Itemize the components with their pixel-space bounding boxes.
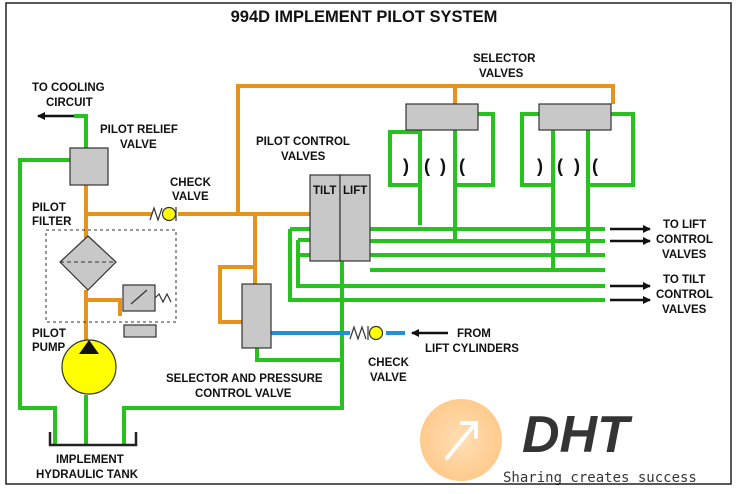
watermark-arrow-icon — [445, 421, 478, 460]
label-from-lift-line1: FROM — [457, 328, 491, 340]
label-pilot-filter-line1: PILOT — [32, 202, 66, 214]
label-to-cooling-line2: CIRCUIT — [46, 97, 93, 109]
svg-text:(: ( — [459, 156, 465, 176]
hydraulic-tank — [48, 432, 138, 447]
tilt-valve — [309, 174, 341, 262]
label-tilt: TILT — [313, 185, 336, 197]
label-to-lift-line3: VALVES — [662, 249, 707, 261]
label-selector-valves-line2: VALVES — [479, 68, 524, 80]
label-pilot-control-line1: PILOT CONTROL — [256, 136, 350, 148]
filter-bypass-switch — [122, 284, 172, 338]
dht-watermark: DHT Sharing creates success — [420, 399, 697, 486]
orifice-symbols: ) ( ) ( ) ( ) ( — [403, 156, 598, 176]
label-selector-pressure-line2: CONTROL VALVE — [195, 388, 292, 400]
label-pilot-pump-line1: PILOT — [32, 328, 66, 340]
lift-valve — [339, 174, 371, 262]
label-to-cooling-line1: TO COOLING — [32, 82, 105, 94]
page-border — [5, 2, 732, 485]
label-check-valve-top-line1: CHECK — [170, 177, 212, 189]
label-check-valve-top-line2: VALVE — [172, 191, 209, 203]
pilot-filter — [59, 235, 117, 291]
label-to-tilt-line1: TO TILT — [663, 274, 705, 286]
svg-text:): ) — [403, 156, 409, 176]
pilot-relief-valve — [69, 147, 109, 186]
svg-text:): ) — [574, 156, 580, 176]
svg-text:): ) — [537, 156, 543, 176]
selector-valve-1 — [405, 103, 479, 131]
diagram-title: 994D IMPLEMENT PILOT SYSTEM — [231, 8, 498, 26]
selector-pressure-control-valve — [241, 283, 272, 349]
label-from-lift-line2: LIFT CYLINDERS — [425, 343, 519, 355]
label-selector-valves-line1: SELECTOR — [473, 53, 536, 65]
svg-text:(: ( — [424, 156, 430, 176]
flow-arrows — [37, 112, 651, 337]
svg-text:(: ( — [557, 156, 563, 176]
label-pilot-pump-line2: PUMP — [32, 342, 66, 354]
label-to-lift-line2: CONTROL — [656, 234, 713, 246]
label-pilot-control-line2: VALVES — [281, 151, 326, 163]
label-pilot-relief-line2: VALVE — [120, 139, 157, 151]
svg-text:(: ( — [592, 156, 598, 176]
label-pilot-relief-line1: PILOT RELIEF — [100, 124, 178, 136]
label-tank-line2: HYDRAULIC TANK — [36, 469, 139, 481]
label-to-lift-line1: TO LIFT — [663, 219, 706, 231]
check-valve-top — [149, 206, 177, 222]
pilot-pump — [61, 339, 117, 395]
label-check-valve-bottom-line1: CHECK — [368, 357, 410, 369]
orange-lines — [84, 84, 615, 342]
svg-text:): ) — [440, 156, 446, 176]
label-selector-pressure-line1: SELECTOR AND PRESSURE — [166, 373, 323, 385]
label-lift: LIFT — [343, 185, 367, 197]
label-tank-line1: IMPLEMENT — [56, 454, 124, 466]
label-check-valve-bottom-line2: VALVE — [370, 372, 407, 384]
label-to-tilt-line2: CONTROL — [656, 289, 713, 301]
watermark-logo-text: DHT — [522, 406, 633, 464]
watermark-tagline: Sharing creates success — [503, 470, 697, 486]
label-pilot-filter-line2: FILTER — [32, 216, 72, 228]
selector-valve-2 — [538, 103, 612, 131]
check-valve-bottom — [349, 325, 384, 341]
label-to-tilt-line3: VALVES — [662, 304, 707, 316]
pilot-control-valves — [309, 174, 371, 262]
filter-dashed-enclosure — [45, 229, 177, 323]
